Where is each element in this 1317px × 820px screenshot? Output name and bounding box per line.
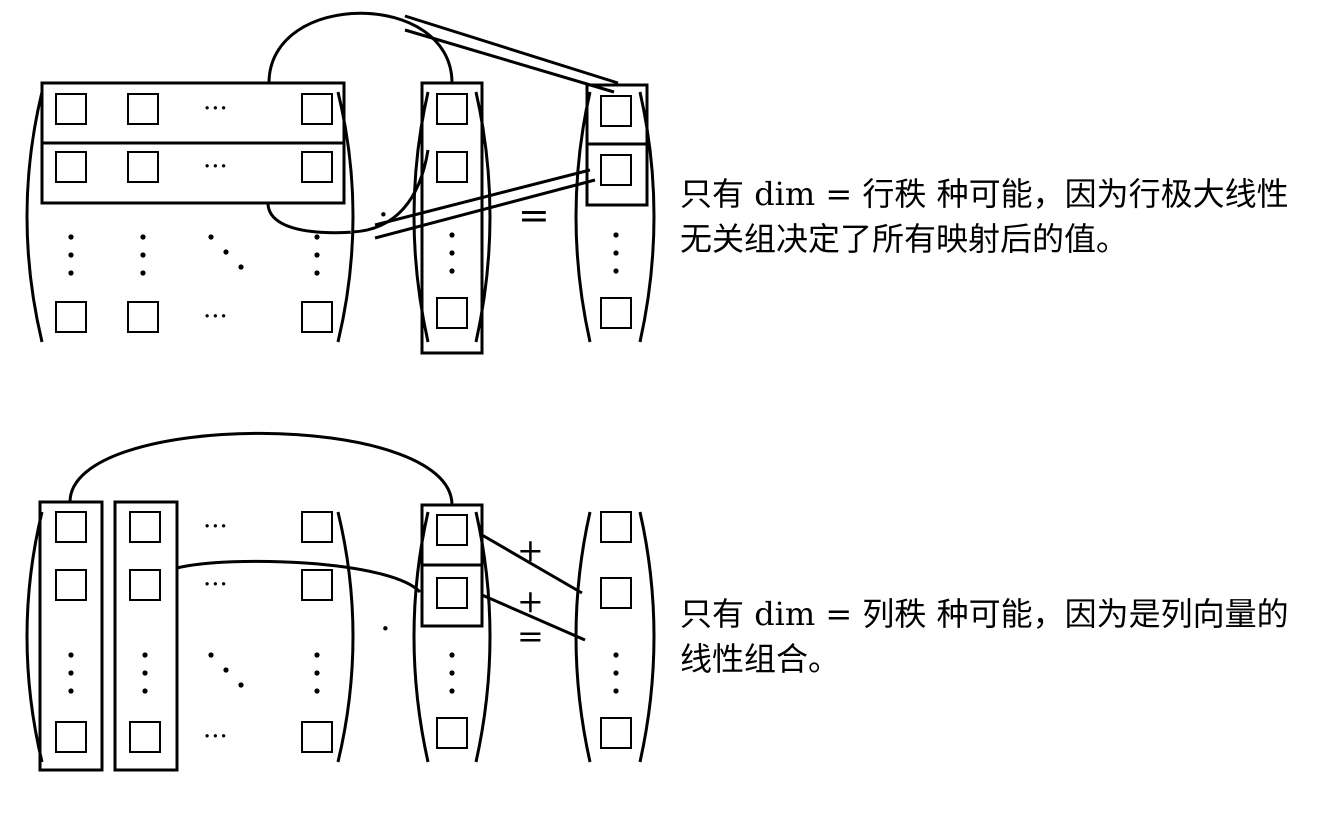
vdots-group bbox=[68, 232, 619, 276]
cell bbox=[127, 301, 159, 333]
cell bbox=[436, 514, 468, 546]
caption-math: dim = bbox=[754, 175, 863, 213]
cell bbox=[600, 154, 632, 186]
matrix-b-cells bbox=[55, 511, 333, 753]
matrix-b-left-paren bbox=[25, 511, 44, 763]
cell bbox=[127, 93, 159, 125]
caption-math: dim = bbox=[754, 595, 863, 633]
row-2-box bbox=[40, 141, 346, 205]
cell bbox=[129, 511, 161, 543]
row1-to-result-line-b bbox=[404, 28, 615, 94]
matrix-a-cells bbox=[55, 93, 333, 333]
vector-to-result-line-2 bbox=[481, 593, 586, 642]
vector-x-cells bbox=[436, 93, 468, 329]
cell bbox=[55, 151, 87, 183]
vector-x-right-paren bbox=[474, 91, 492, 343]
cell bbox=[301, 301, 333, 333]
row-rank-caption: 只有 dim = 行秩 种可能，因为行极大线性无关组决定了所有映射后的值。 bbox=[680, 172, 1305, 262]
column1-to-vector-arc bbox=[68, 431, 454, 506]
multiply-dot-symbol: · bbox=[380, 609, 391, 649]
row2-to-result-line-b bbox=[374, 178, 596, 240]
row-1-box bbox=[40, 81, 346, 145]
vector-to-result-line-1 bbox=[481, 533, 583, 595]
result-entry-1-box bbox=[585, 83, 649, 146]
hdots-symbol: ··· bbox=[203, 152, 228, 182]
cell bbox=[436, 93, 468, 125]
equals-symbol: = bbox=[517, 617, 544, 655]
cell bbox=[301, 721, 333, 753]
column-2-box bbox=[113, 500, 179, 772]
matrix-a-left-paren bbox=[25, 91, 44, 343]
plus-symbol: + bbox=[517, 531, 544, 569]
multiply-dot-symbol: · bbox=[378, 195, 389, 235]
row1-to-result-line-a bbox=[404, 14, 619, 85]
matrix-b-right-paren bbox=[336, 511, 355, 763]
cell bbox=[301, 93, 333, 125]
caption-prefix: 只有 bbox=[680, 175, 755, 213]
hdots-symbol: ··· bbox=[203, 94, 228, 124]
row2-to-result-line-a bbox=[374, 168, 591, 227]
cell bbox=[55, 569, 87, 601]
cell bbox=[129, 569, 161, 601]
equals-symbol: = bbox=[518, 193, 550, 237]
cell bbox=[127, 151, 159, 183]
cell bbox=[55, 93, 87, 125]
caption-prefix: 只有 bbox=[680, 595, 755, 633]
result-left-paren bbox=[574, 91, 592, 343]
cell bbox=[55, 511, 87, 543]
result-cells bbox=[600, 95, 632, 329]
cell bbox=[600, 297, 632, 329]
cell bbox=[301, 151, 333, 183]
ddots-group bbox=[208, 234, 244, 270]
cell bbox=[436, 717, 468, 749]
row1-to-vector-arc bbox=[267, 11, 454, 84]
vector-y-entry-2-box bbox=[420, 563, 484, 628]
cell bbox=[436, 151, 468, 183]
cell bbox=[129, 721, 161, 753]
bottom-diagram bbox=[25, 431, 656, 772]
ddots-group bbox=[208, 652, 244, 688]
hdots-symbol: ··· bbox=[203, 722, 228, 752]
hdots-symbol: ··· bbox=[203, 302, 228, 332]
hdots-symbol: ··· bbox=[203, 512, 228, 542]
cell bbox=[55, 721, 87, 753]
cell bbox=[600, 717, 632, 749]
cell bbox=[301, 511, 333, 543]
cell bbox=[436, 577, 468, 609]
caption-suffix: 行秩 种可能，因为行极大线性无关组决定了所有映射后的值。 bbox=[680, 175, 1289, 258]
vector-y-cells bbox=[436, 514, 468, 749]
hdots-symbol: ··· bbox=[203, 570, 228, 600]
cell bbox=[55, 301, 87, 333]
result-entry-2-box bbox=[585, 142, 649, 207]
result2-right-paren bbox=[638, 511, 656, 763]
cell bbox=[600, 511, 632, 543]
result2-cells bbox=[600, 511, 632, 749]
cell bbox=[600, 95, 632, 127]
caption-suffix: 列秩 种可能，因为是列向量的线性组合。 bbox=[680, 595, 1289, 678]
cell bbox=[600, 577, 632, 609]
cell bbox=[301, 569, 333, 601]
top-diagram bbox=[25, 11, 656, 355]
row2-to-vector-curve bbox=[266, 149, 430, 235]
vdots-group bbox=[68, 652, 619, 694]
column2-to-vector-curve bbox=[176, 559, 422, 594]
plus-symbol: + bbox=[517, 582, 544, 620]
cell bbox=[436, 297, 468, 329]
column-rank-caption: 只有 dim = 列秩 种可能，因为是列向量的线性组合。 bbox=[680, 592, 1305, 682]
